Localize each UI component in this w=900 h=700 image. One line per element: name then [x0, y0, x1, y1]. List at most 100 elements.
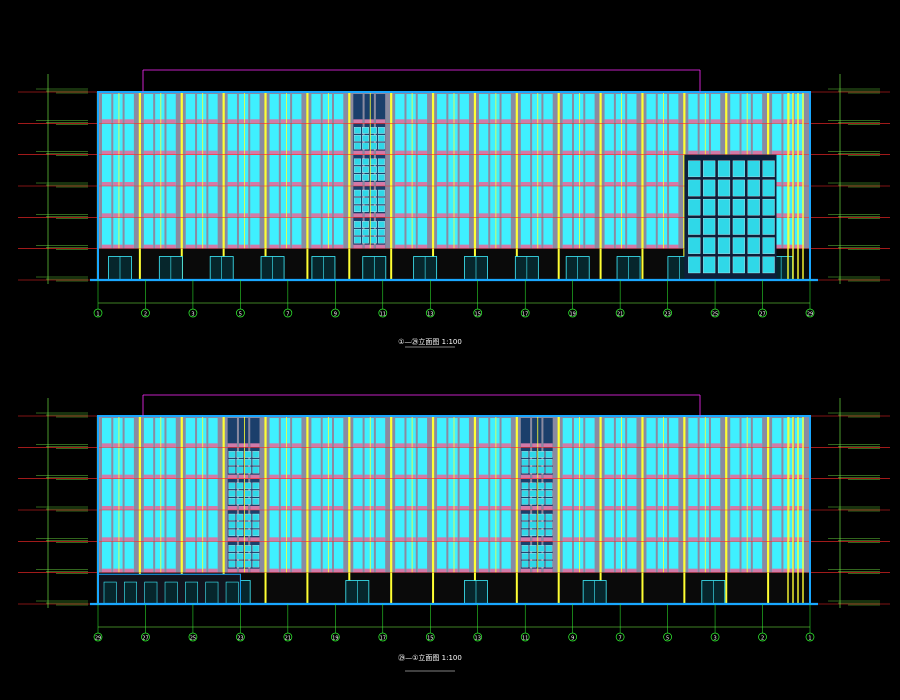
spandrel-panel [437, 537, 447, 542]
tower-window-pane [529, 529, 537, 536]
tower-window-pane [228, 458, 236, 466]
spandrel-panel [794, 150, 804, 155]
grid-bubble [615, 632, 625, 642]
spandrel-panel [250, 213, 260, 218]
spandrel-panel [250, 506, 260, 510]
spandrel-panel [669, 443, 679, 448]
tower-window-pane [228, 498, 236, 505]
grid-bubble [141, 632, 150, 642]
spandrel-panel [334, 537, 344, 542]
spandrel-panel [520, 506, 531, 510]
tower-window-pane [252, 498, 260, 505]
spandrel-panel [227, 474, 237, 479]
spandrel-panel [250, 474, 260, 479]
glass-strip [292, 94, 302, 249]
spandrel-panel [395, 474, 405, 479]
spandrel-panel [185, 119, 196, 124]
tower-window-pane [252, 490, 260, 497]
spandrel-panel [574, 443, 584, 448]
spandrel-panel [353, 119, 363, 124]
spandrel-panel [208, 443, 218, 448]
spandrel-panel [406, 150, 416, 155]
spandrel-panel [669, 506, 679, 510]
spandrel-panel [615, 506, 626, 510]
spandrel-panel [185, 244, 196, 249]
spandrel-panel [364, 474, 374, 479]
spandrel-panel [562, 537, 572, 542]
spandrel-panel [334, 568, 344, 573]
spandrel-panel [772, 244, 782, 249]
spandrel-panel [155, 568, 165, 573]
spandrel-panel [448, 244, 458, 249]
grid-label: 3 [713, 635, 716, 641]
side-block-window [688, 179, 701, 197]
tower-window-pane [537, 529, 545, 536]
tower-window-pane [236, 513, 244, 521]
side-block-window [703, 198, 716, 216]
spandrel-panel [113, 182, 123, 186]
spandrel-panel [585, 474, 595, 479]
annex-door [225, 581, 239, 605]
grid-label: 27 [142, 635, 148, 641]
tower-window-pane [521, 490, 529, 497]
tower-window-pane [236, 498, 244, 505]
spandrel-panel [155, 150, 165, 155]
grid-bubble [710, 632, 720, 642]
spandrel-panel [155, 537, 165, 542]
tower-window-pane [370, 127, 377, 134]
spandrel-panel [353, 213, 363, 218]
glass-strip [143, 418, 154, 573]
spandrel-panel [562, 213, 572, 218]
tower-window-pane [521, 560, 529, 568]
spandrel-panel [657, 119, 668, 124]
glass-strip [615, 94, 626, 249]
tower-window-pane [537, 545, 545, 552]
spandrel-panel [459, 182, 469, 186]
spandrel-panel [772, 182, 782, 186]
spandrel-panel [166, 182, 176, 186]
spandrel-panel [520, 119, 531, 124]
spandrel-panel [772, 537, 782, 542]
spandrel-panel [185, 474, 196, 479]
glass-strip [459, 418, 469, 573]
tower-window-pane [228, 451, 236, 458]
tower-window-pane [362, 236, 369, 244]
spandrel-panel [406, 244, 416, 249]
grid-bubble [663, 308, 672, 318]
spandrel-panel [627, 506, 637, 510]
spandrel-panel [501, 150, 511, 155]
spandrel-panel [155, 474, 165, 479]
spandrel-panel [437, 182, 447, 186]
spandrel-panel [395, 244, 405, 249]
grid-bubble [188, 632, 198, 642]
spandrel-panel [627, 537, 637, 542]
glass-strip [501, 418, 511, 573]
spandrel-panel [669, 150, 679, 155]
spandrel-panel [155, 119, 165, 124]
spandrel-panel [490, 150, 500, 155]
spandrel-panel [448, 150, 458, 155]
spandrel-panel [448, 506, 458, 510]
spandrel-panel [208, 244, 218, 249]
spandrel-panel [185, 506, 196, 510]
spandrel-panel [197, 182, 207, 186]
spandrel-panel [269, 506, 279, 510]
glass-strip [669, 418, 679, 573]
tower-window-pane [521, 482, 529, 490]
spandrel-panel [334, 150, 344, 155]
tower-window-pane [378, 228, 385, 236]
tower-window-pane [228, 552, 236, 560]
glass-strip [741, 418, 751, 573]
spandrel-panel [604, 537, 614, 542]
tower-window-pane [252, 451, 260, 458]
spandrel-panel [657, 506, 668, 510]
spandrel-panel [627, 443, 637, 448]
side-block-window [762, 198, 775, 216]
glass-strip [437, 418, 447, 573]
side-block-window [717, 256, 731, 274]
spandrel-panel [353, 443, 363, 448]
spandrel-panel [562, 443, 572, 448]
tower-window-pane [529, 451, 537, 458]
glass-strip [208, 94, 218, 249]
spandrel-panel [794, 537, 804, 542]
